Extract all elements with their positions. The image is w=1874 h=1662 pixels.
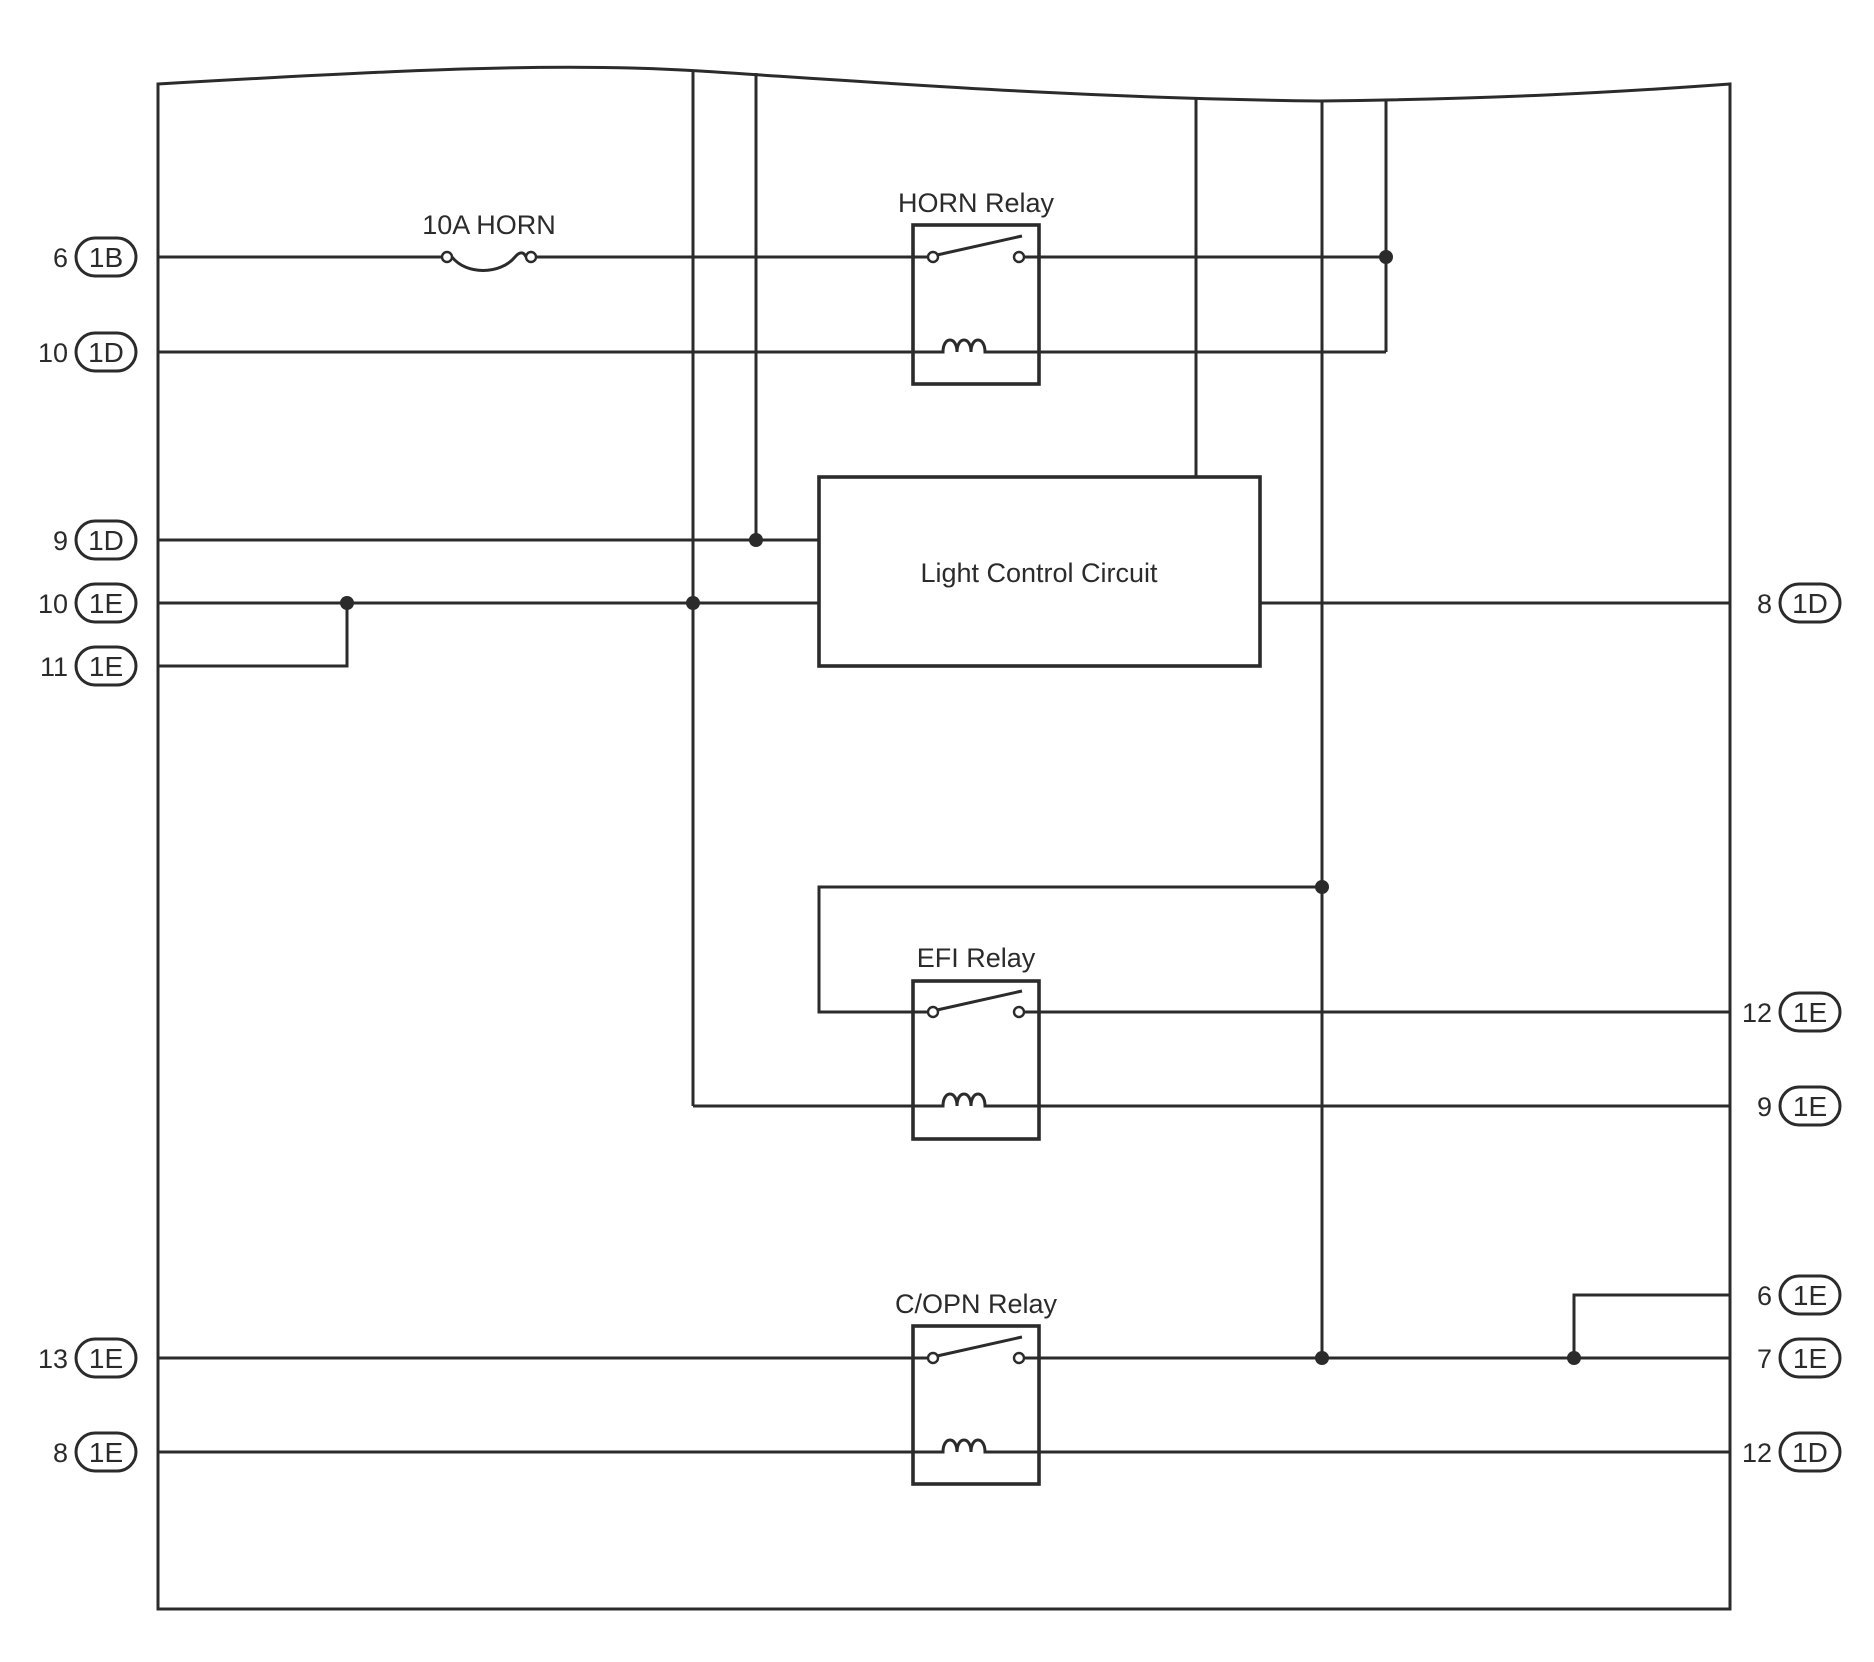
junction-dot [686, 596, 700, 610]
left-terminal: 10 1E [38, 582, 138, 624]
left-terminal: 9 1D [53, 519, 138, 561]
fuse-label: 10A HORN [422, 210, 556, 240]
terminal-connector: 1D [88, 525, 124, 556]
junction-dot [749, 533, 763, 547]
left-terminal: 6 1B [53, 236, 138, 278]
wire-11-1e [158, 603, 349, 668]
terminal-pin: 12 [1742, 998, 1772, 1028]
terminal-connector: 1E [89, 651, 123, 682]
terminal-pin: 6 [1757, 1281, 1772, 1311]
terminal-connector: 1E [89, 1343, 123, 1374]
efi-relay [911, 979, 1041, 1141]
junction-dot [1379, 250, 1393, 264]
right-terminal: 12 1D [1742, 1431, 1842, 1473]
copn-relay-label: C/OPN Relay [895, 1289, 1058, 1319]
fuse-10a-horn [440, 250, 538, 272]
terminal-connector: 1E [1793, 997, 1827, 1028]
wire-efi-relay-feed [817, 885, 1322, 1014]
terminal-connector: 1D [1792, 588, 1828, 619]
wire-6-1e [1572, 1293, 1730, 1358]
terminal-pin: 7 [1757, 1344, 1772, 1374]
left-terminal: 8 1E [53, 1431, 138, 1473]
horn-relay [911, 223, 1041, 386]
terminal-pin: 13 [38, 1344, 68, 1374]
terminal-pin: 8 [1757, 589, 1772, 619]
left-terminal: 13 1E [38, 1337, 138, 1379]
terminal-connector: 1B [89, 242, 123, 273]
terminal-pin: 11 [40, 652, 68, 682]
terminal-pin: 9 [53, 526, 68, 556]
light-control-circuit-box [817, 475, 1262, 668]
terminal-connector: 1E [89, 1437, 123, 1468]
terminal-connector: 1E [1793, 1280, 1827, 1311]
terminal-connector: 1D [88, 337, 124, 368]
terminal-pin: 8 [53, 1438, 68, 1468]
left-terminal: 10 1D [38, 331, 138, 373]
terminal-connector: 1E [89, 588, 123, 619]
terminal-pin: 10 [38, 338, 68, 368]
light-control-circuit-label: Light Control Circuit [920, 558, 1158, 588]
right-terminal: 6 1E [1757, 1274, 1842, 1316]
right-terminal: 7 1E [1757, 1337, 1842, 1379]
terminal-pin: 12 [1742, 1438, 1772, 1468]
terminal-pin: 10 [38, 589, 68, 619]
junction-dot [1315, 1351, 1329, 1365]
left-terminal: 11 1E [40, 645, 138, 687]
copn-relay [911, 1324, 1041, 1486]
right-terminal: 8 1D [1757, 582, 1842, 624]
terminal-connector: 1E [1793, 1343, 1827, 1374]
junction-dot [1315, 880, 1329, 894]
terminal-connector: 1D [1792, 1437, 1828, 1468]
horn-relay-label: HORN Relay [898, 188, 1055, 218]
efi-relay-label: EFI Relay [917, 943, 1036, 973]
right-terminal: 9 1E [1757, 1085, 1842, 1127]
right-terminal: 12 1E [1742, 991, 1842, 1033]
junction-block-outline [156, 65, 1732, 1611]
terminal-pin: 6 [53, 243, 68, 273]
terminal-connector: 1E [1793, 1091, 1827, 1122]
terminal-pin: 9 [1757, 1092, 1772, 1122]
